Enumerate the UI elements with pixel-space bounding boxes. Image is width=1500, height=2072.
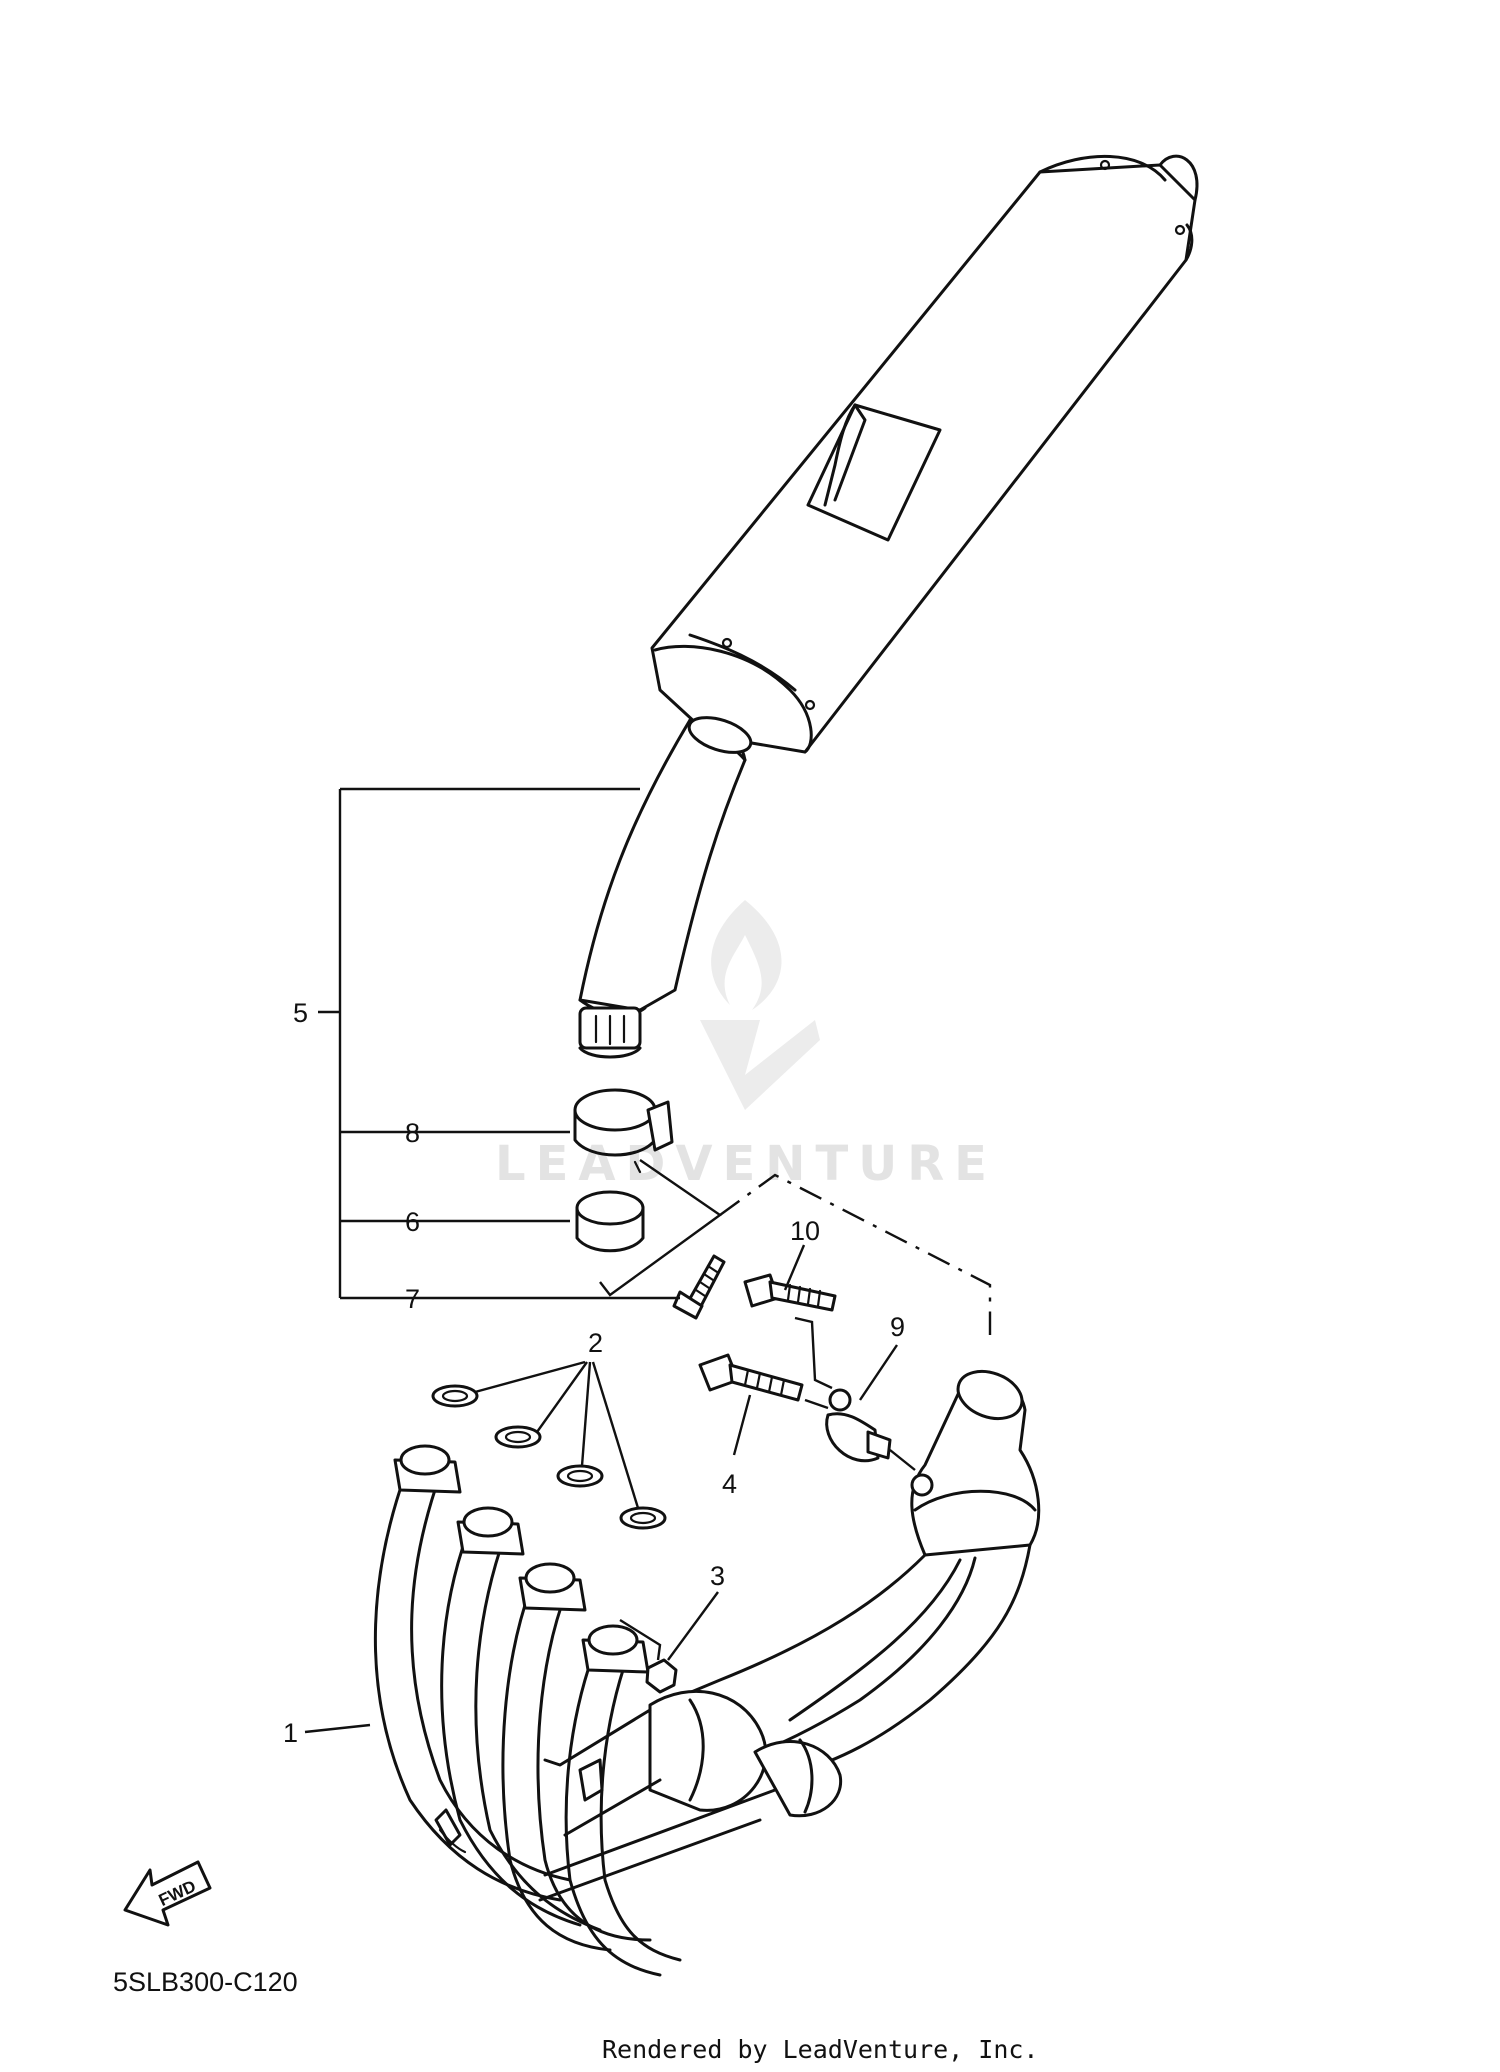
bracket-bolt-4 [698, 1353, 804, 1402]
callout-7: 7 [405, 1284, 420, 1314]
callouts: 5 8 6 7 10 9 4 2 3 1 [283, 787, 905, 1748]
exhaust-header [373, 1369, 1041, 1977]
watermark-flame-icon [711, 900, 782, 1010]
muffler-assembly [578, 154, 1199, 1059]
footer-credit: Rendered by LeadVenture, Inc. [602, 2035, 1039, 2064]
callout-10: 10 [790, 1216, 820, 1246]
fwd-arrow-icon: FWD [123, 1860, 212, 1927]
flange-nut [619, 1618, 678, 1694]
callout-5: 5 [293, 998, 308, 1028]
exhaust-clamp [573, 1088, 674, 1174]
clamp-bolt [672, 1254, 726, 1320]
watermark: LEADVENTURE [495, 900, 997, 1192]
header-flanges [393, 1444, 650, 1674]
callout-1: 1 [283, 1718, 298, 1748]
callout-4: 4 [722, 1469, 737, 1499]
exhaust-gasket-sleeve [575, 1190, 645, 1253]
callout-8: 8 [405, 1118, 420, 1148]
callout-6: 6 [405, 1207, 420, 1237]
watermark-v-icon [700, 1020, 820, 1110]
exhaust-port-gaskets [431, 1384, 667, 1530]
callout-3: 3 [710, 1561, 725, 1591]
diagram-code: 5SLB300-C120 [113, 1967, 298, 1997]
callout-9: 9 [890, 1312, 905, 1342]
watermark-text: LEADVENTURE [495, 1136, 997, 1192]
callout-2: 2 [588, 1328, 603, 1358]
muffler-stay-bracket [825, 1388, 892, 1463]
